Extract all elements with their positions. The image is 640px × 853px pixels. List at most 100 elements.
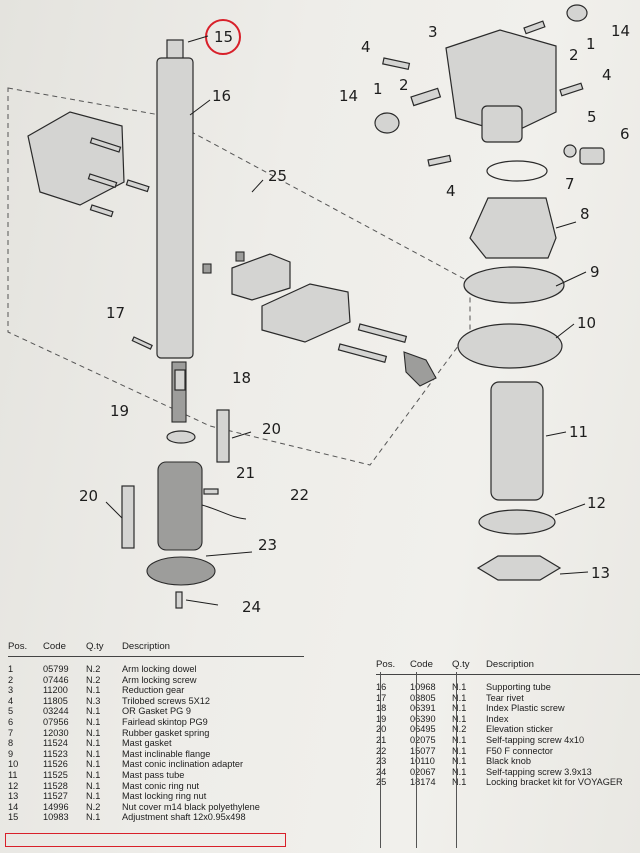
cell-desc: Adjustment shaft 12x0.95x498 [122, 812, 246, 823]
kit-boundary [7, 87, 471, 466]
cell-code: 11524 [43, 738, 68, 749]
cell-qty: N.1 [86, 791, 101, 802]
bracket-housing-left [27, 111, 125, 206]
gear-outlet [481, 105, 523, 143]
index-washer [166, 430, 196, 444]
callout-4: 4 [446, 182, 456, 200]
leader-line [189, 99, 211, 116]
cell-pos: 21 [376, 734, 387, 745]
callout-17: 17 [106, 304, 125, 322]
cell-code: 05799 [43, 664, 69, 674]
callout-8: 8 [580, 205, 590, 223]
leader-line [545, 431, 567, 437]
cell-desc: Self-tapping screw 3.9x13 [486, 766, 592, 777]
cell-pos: 6 [8, 716, 14, 727]
cell-code: 06391 [410, 703, 436, 714]
cell-pos: 11 [8, 769, 18, 780]
callout-9: 9 [590, 263, 600, 281]
cell-pos: 14 [8, 801, 19, 812]
cell-qty: N.1 [86, 685, 101, 696]
col-desc-header: Description [486, 659, 534, 670]
black-knob [146, 556, 216, 586]
leader-line [559, 571, 589, 575]
cell-desc: Mast conic ring nut [122, 780, 200, 791]
table-divider [456, 672, 457, 848]
callout-4: 4 [361, 38, 371, 56]
knob-screw [175, 591, 183, 609]
leader-line [554, 503, 586, 516]
cell-qty: N.1 [86, 738, 101, 749]
cell-qty: N.3 [86, 695, 101, 706]
callout-18: 18 [232, 369, 251, 387]
callout-25: 25 [268, 167, 287, 185]
mast-pass-tube [490, 381, 544, 501]
cell-pos: 13 [8, 791, 19, 802]
col-code-header: Code [43, 641, 66, 652]
bracket-bolt [357, 323, 408, 343]
callout-22: 22 [290, 486, 309, 504]
cell-code: 11525 [43, 769, 68, 780]
cell-qty: N.1 [452, 777, 467, 788]
cell-desc: Tear rivet [486, 692, 524, 703]
callout-20: 20 [79, 487, 98, 505]
mast-conic-ring-nut [478, 509, 556, 535]
self-tapping-screw [203, 488, 219, 495]
callout-21: 21 [236, 464, 255, 482]
mast-inclinable-flange [463, 266, 565, 304]
cell-code: 11523 [43, 748, 68, 759]
elevation-sticker-left [121, 485, 135, 549]
cell-desc: Locking bracket kit for VOYAGER [486, 777, 623, 788]
bracket-screw [89, 204, 114, 218]
index-screw [174, 369, 186, 391]
cell-qty: N.2 [86, 664, 101, 674]
screw-4 [382, 57, 411, 70]
cell-pos: 12 [8, 780, 19, 791]
cell-desc: Black knob [486, 756, 531, 767]
callout-14: 14 [339, 87, 358, 105]
cell-qty: N.1 [452, 756, 467, 767]
cell-desc: Mast inclinable flange [122, 748, 211, 759]
cell-pos: 22 [376, 745, 387, 756]
cell-code: 12030 [43, 727, 69, 738]
leader-line [555, 323, 575, 339]
cell-qty: N.2 [86, 801, 101, 812]
cell-desc: Arm locking screw [122, 674, 197, 685]
cell-pos: 7 [8, 727, 14, 738]
mast-gasket [469, 197, 557, 259]
cell-code: 10968 [410, 682, 436, 692]
cell-desc: F50 F connector [486, 745, 553, 756]
cell-desc: Index [486, 713, 509, 724]
cell-desc: Supporting tube [486, 682, 551, 692]
cell-qty: N.1 [452, 682, 467, 692]
screw-4 [559, 82, 584, 97]
callout-23: 23 [258, 536, 277, 554]
cell-qty: N.1 [452, 703, 467, 714]
mast-clamp-body [157, 461, 203, 551]
col-qty-header: Q.ty [86, 641, 104, 652]
set-screw [235, 251, 245, 262]
screw-4 [427, 154, 452, 167]
cell-code: 11527 [43, 791, 68, 802]
callout-7: 7 [565, 175, 575, 193]
cell-pos: 17 [376, 692, 387, 703]
cell-code: 02075 [410, 734, 436, 745]
cell-code: 11200 [43, 685, 68, 696]
wing-knob [403, 351, 437, 387]
cell-desc: Mast conic inclination adapter [122, 759, 244, 770]
col-desc-header: Description [122, 641, 170, 652]
cell-code: 06495 [410, 724, 436, 735]
cell-code: 06390 [410, 713, 436, 724]
callout-1: 1 [586, 35, 596, 53]
